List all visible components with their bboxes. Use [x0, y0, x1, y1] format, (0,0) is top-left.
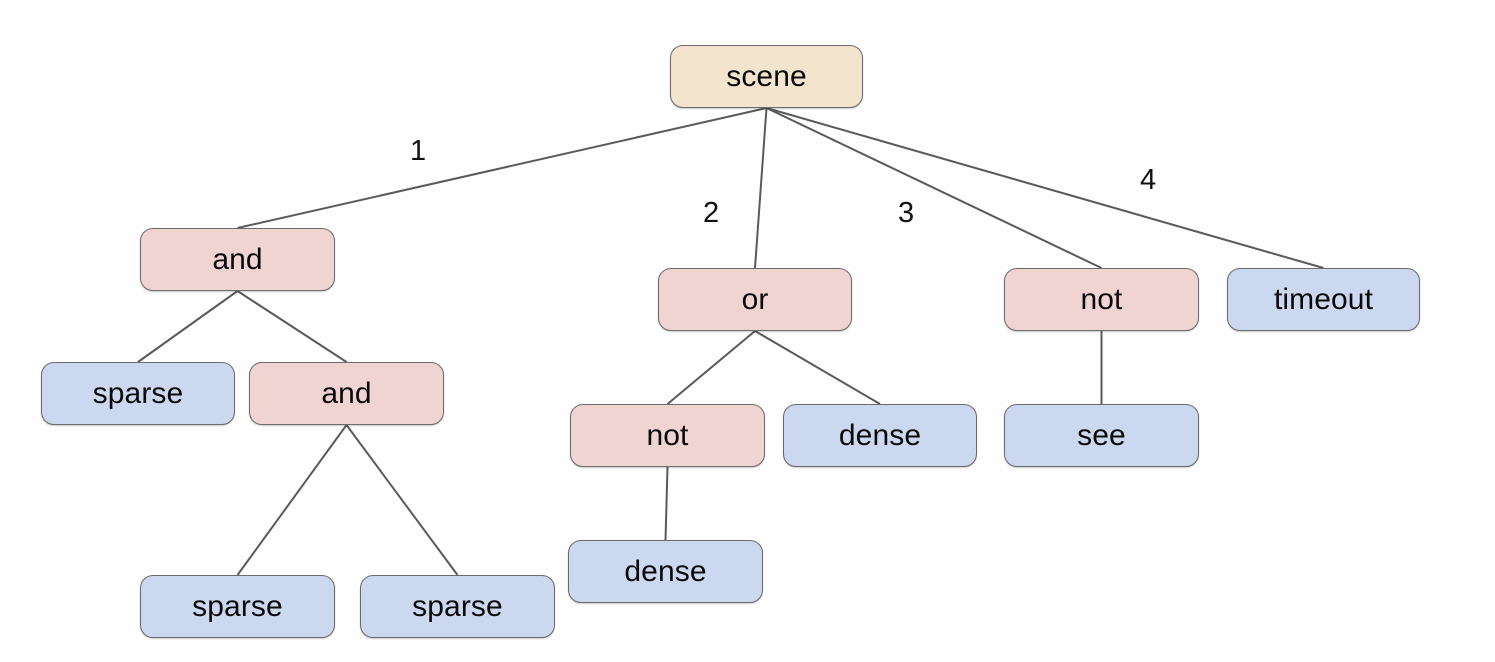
tree-node-sparse3[interactable]: sparse — [360, 575, 555, 638]
tree-node-label: and — [321, 376, 372, 410]
edge-label-4: 4 — [1140, 164, 1157, 196]
tree-edge-and2-to-sparse3 — [345, 424, 459, 576]
tree-node-label: or — [741, 282, 769, 316]
tree-node-timeout1[interactable]: timeout — [1227, 268, 1420, 331]
tree-edge-or1-to-dense1 — [754, 330, 881, 405]
tree-node-and1[interactable]: and — [140, 228, 335, 291]
tree-edge-scene-to-or1 — [754, 107, 768, 269]
tree-edge-and2-to-sparse2 — [236, 424, 348, 576]
tree-edge-scene-to-and1 — [237, 107, 767, 229]
tree-node-label: timeout — [1273, 282, 1374, 316]
tree-node-not1[interactable]: not — [570, 404, 765, 467]
tree-edge-scene-to-not2 — [766, 107, 1102, 269]
tree-node-label: not — [646, 418, 689, 452]
tree-node-label: see — [1077, 418, 1126, 452]
tree-edge-and1-to-and2 — [236, 290, 348, 363]
edge-label-3: 3 — [898, 197, 915, 229]
tree-node-sparse2[interactable]: sparse — [140, 575, 335, 638]
tree-node-not2[interactable]: not — [1004, 268, 1199, 331]
tree-node-label: sparse — [92, 376, 184, 410]
tree-edge-scene-to-timeout1 — [766, 107, 1324, 269]
tree-node-label: sparse — [412, 589, 503, 623]
tree-node-or1[interactable]: or — [658, 268, 852, 331]
tree-node-dense1[interactable]: dense — [783, 404, 977, 467]
tree-edge-or1-to-not1 — [666, 330, 756, 405]
tree-node-and2[interactable]: and — [249, 362, 444, 425]
edge-label-1: 1 — [410, 135, 427, 167]
tree-node-scene[interactable]: scene — [670, 45, 863, 108]
tree-edge-and1-to-sparse1 — [137, 290, 239, 363]
tree-node-label: dense — [624, 554, 707, 588]
tree-node-label: dense — [838, 418, 922, 452]
tree-node-label: not — [1080, 282, 1123, 316]
edge-label-2: 2 — [703, 197, 720, 229]
tree-node-label: sparse — [192, 589, 283, 623]
tree-node-sparse1[interactable]: sparse — [41, 362, 235, 425]
tree-edge-not1-to-dense2 — [664, 466, 669, 541]
tree-node-label: and — [212, 242, 263, 276]
tree-node-see1[interactable]: see — [1004, 404, 1199, 467]
tree-node-dense2[interactable]: dense — [568, 540, 763, 603]
tree-node-label: scene — [726, 59, 807, 93]
